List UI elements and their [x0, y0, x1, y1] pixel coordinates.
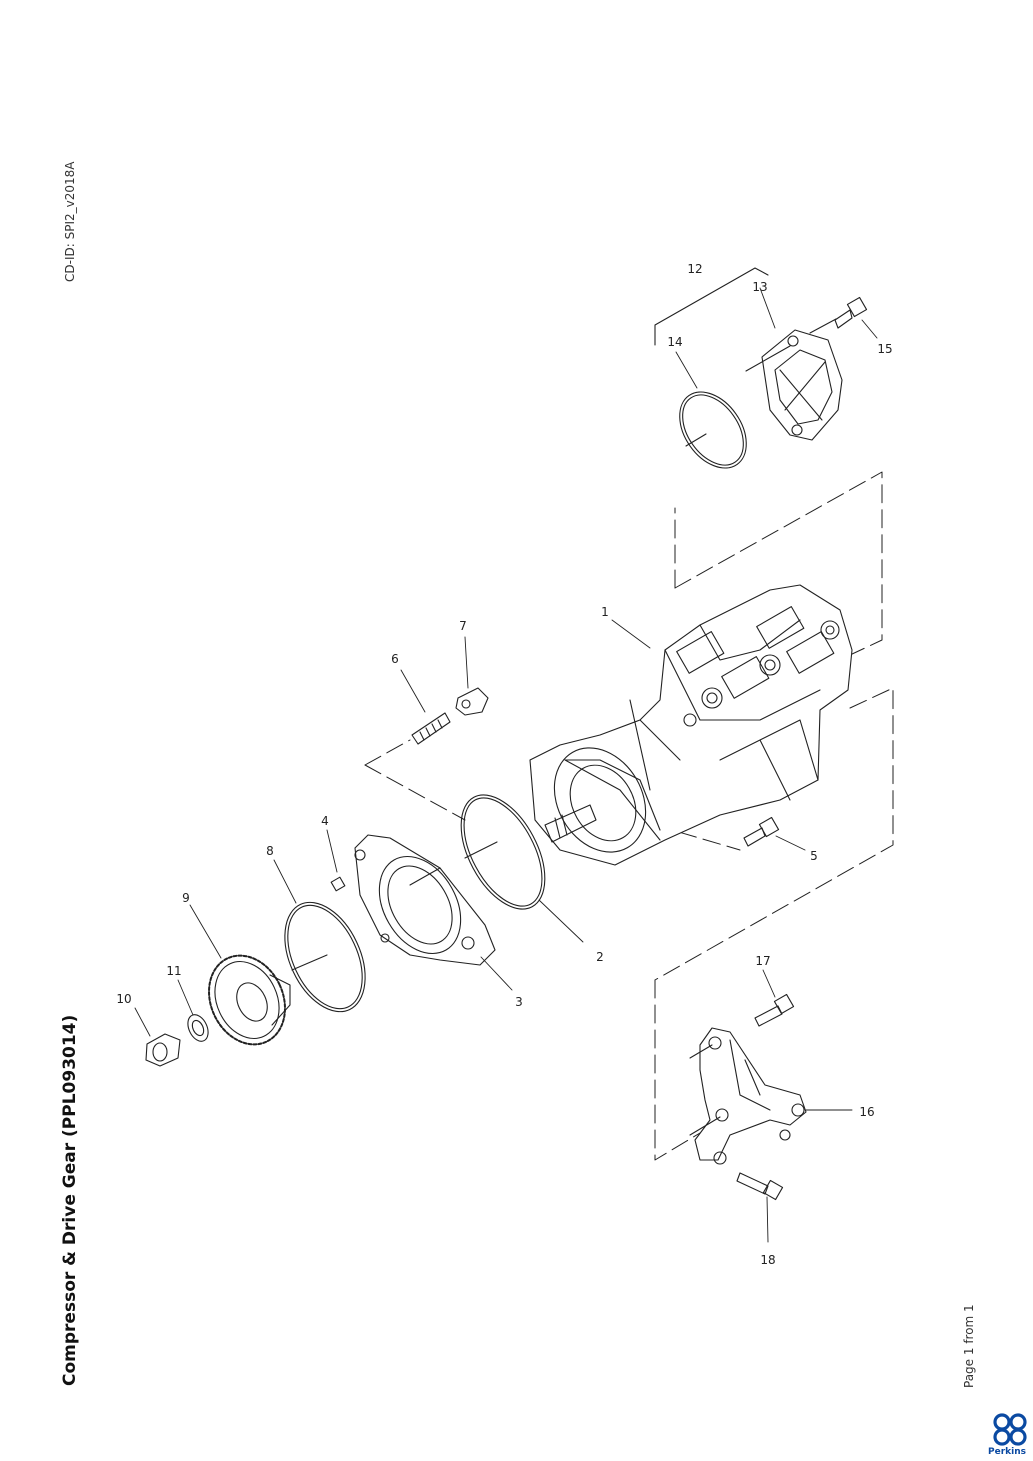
- callout-16: 16: [859, 1105, 874, 1119]
- callout-13: 13: [752, 280, 767, 294]
- callout-leader-lines: [134, 287, 878, 1243]
- callout-3: 3: [515, 995, 523, 1009]
- callout-12: 12: [687, 262, 702, 276]
- plug-part-4: [330, 876, 346, 892]
- washer-part-11: [187, 1014, 209, 1042]
- callout-4: 4: [321, 814, 329, 828]
- stud-part-6: [411, 712, 451, 745]
- callout-11: 11: [166, 964, 181, 978]
- callout-15: 15: [877, 342, 892, 356]
- callout-8: 8: [266, 844, 274, 858]
- mounting-bracket-part-16: [689, 1027, 807, 1165]
- seal-ring-part-14: [679, 391, 747, 469]
- flange-housing-part-3: [354, 834, 496, 966]
- callout-9: 9: [182, 891, 190, 905]
- callout-6: 6: [391, 652, 399, 666]
- bolt-part-15: [809, 296, 868, 334]
- callout-10: 10: [116, 992, 131, 1006]
- callout-14: 14: [667, 335, 682, 349]
- bolt-part-18: [736, 1172, 784, 1201]
- group-bracket-12: [654, 267, 769, 346]
- o-ring-part-2: [460, 794, 546, 910]
- o-ring-part-8: [284, 901, 366, 1013]
- compressor-part-1: [529, 584, 853, 866]
- callout-1: 1: [601, 605, 609, 619]
- perkins-logo-icon: [993, 1413, 1027, 1446]
- brand-name: Perkins: [988, 1447, 1026, 1457]
- callout-2: 2: [596, 950, 604, 964]
- callout-7: 7: [459, 619, 467, 633]
- callout-labels: 1 2 3 4 5 6 7 8 9 10 11 12 13 14 15 16 1…: [116, 262, 892, 1267]
- bolt-part-5: [743, 816, 780, 847]
- callout-17: 17: [755, 954, 770, 968]
- callout-18: 18: [760, 1253, 775, 1267]
- nut-part-7: [455, 687, 489, 716]
- callout-5: 5: [810, 849, 818, 863]
- bolt-part-17: [754, 993, 795, 1027]
- drive-gear-part-9: [208, 954, 291, 1046]
- nut-part-10: [145, 1033, 181, 1067]
- cover-plate-part-13: [745, 329, 843, 441]
